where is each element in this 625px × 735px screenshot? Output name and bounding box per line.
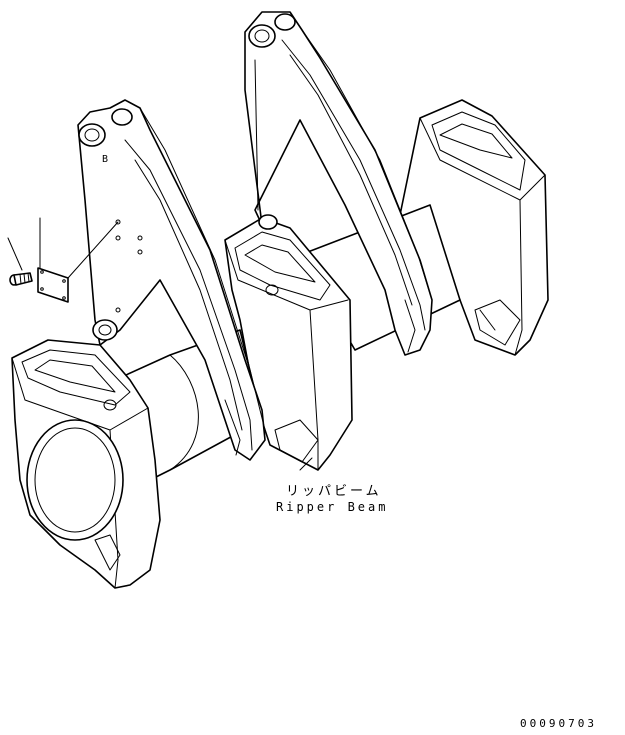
label-leader [299, 457, 313, 471]
name-plate-assembly [7, 217, 119, 303]
left-arm: B [77, 99, 266, 461]
right-end-bracket [399, 99, 549, 356]
arm-mark-b: B [102, 154, 108, 165]
name-plate [37, 267, 69, 303]
right-arm [244, 11, 433, 356]
drawing-number: 00090703 [520, 717, 597, 730]
bolt-icon [9, 272, 33, 286]
part-label-japanese: リッパビーム [286, 484, 382, 499]
center-bracket [224, 214, 353, 471]
left-end-bracket [11, 339, 161, 589]
part-label-english: Ripper Beam [276, 500, 389, 514]
